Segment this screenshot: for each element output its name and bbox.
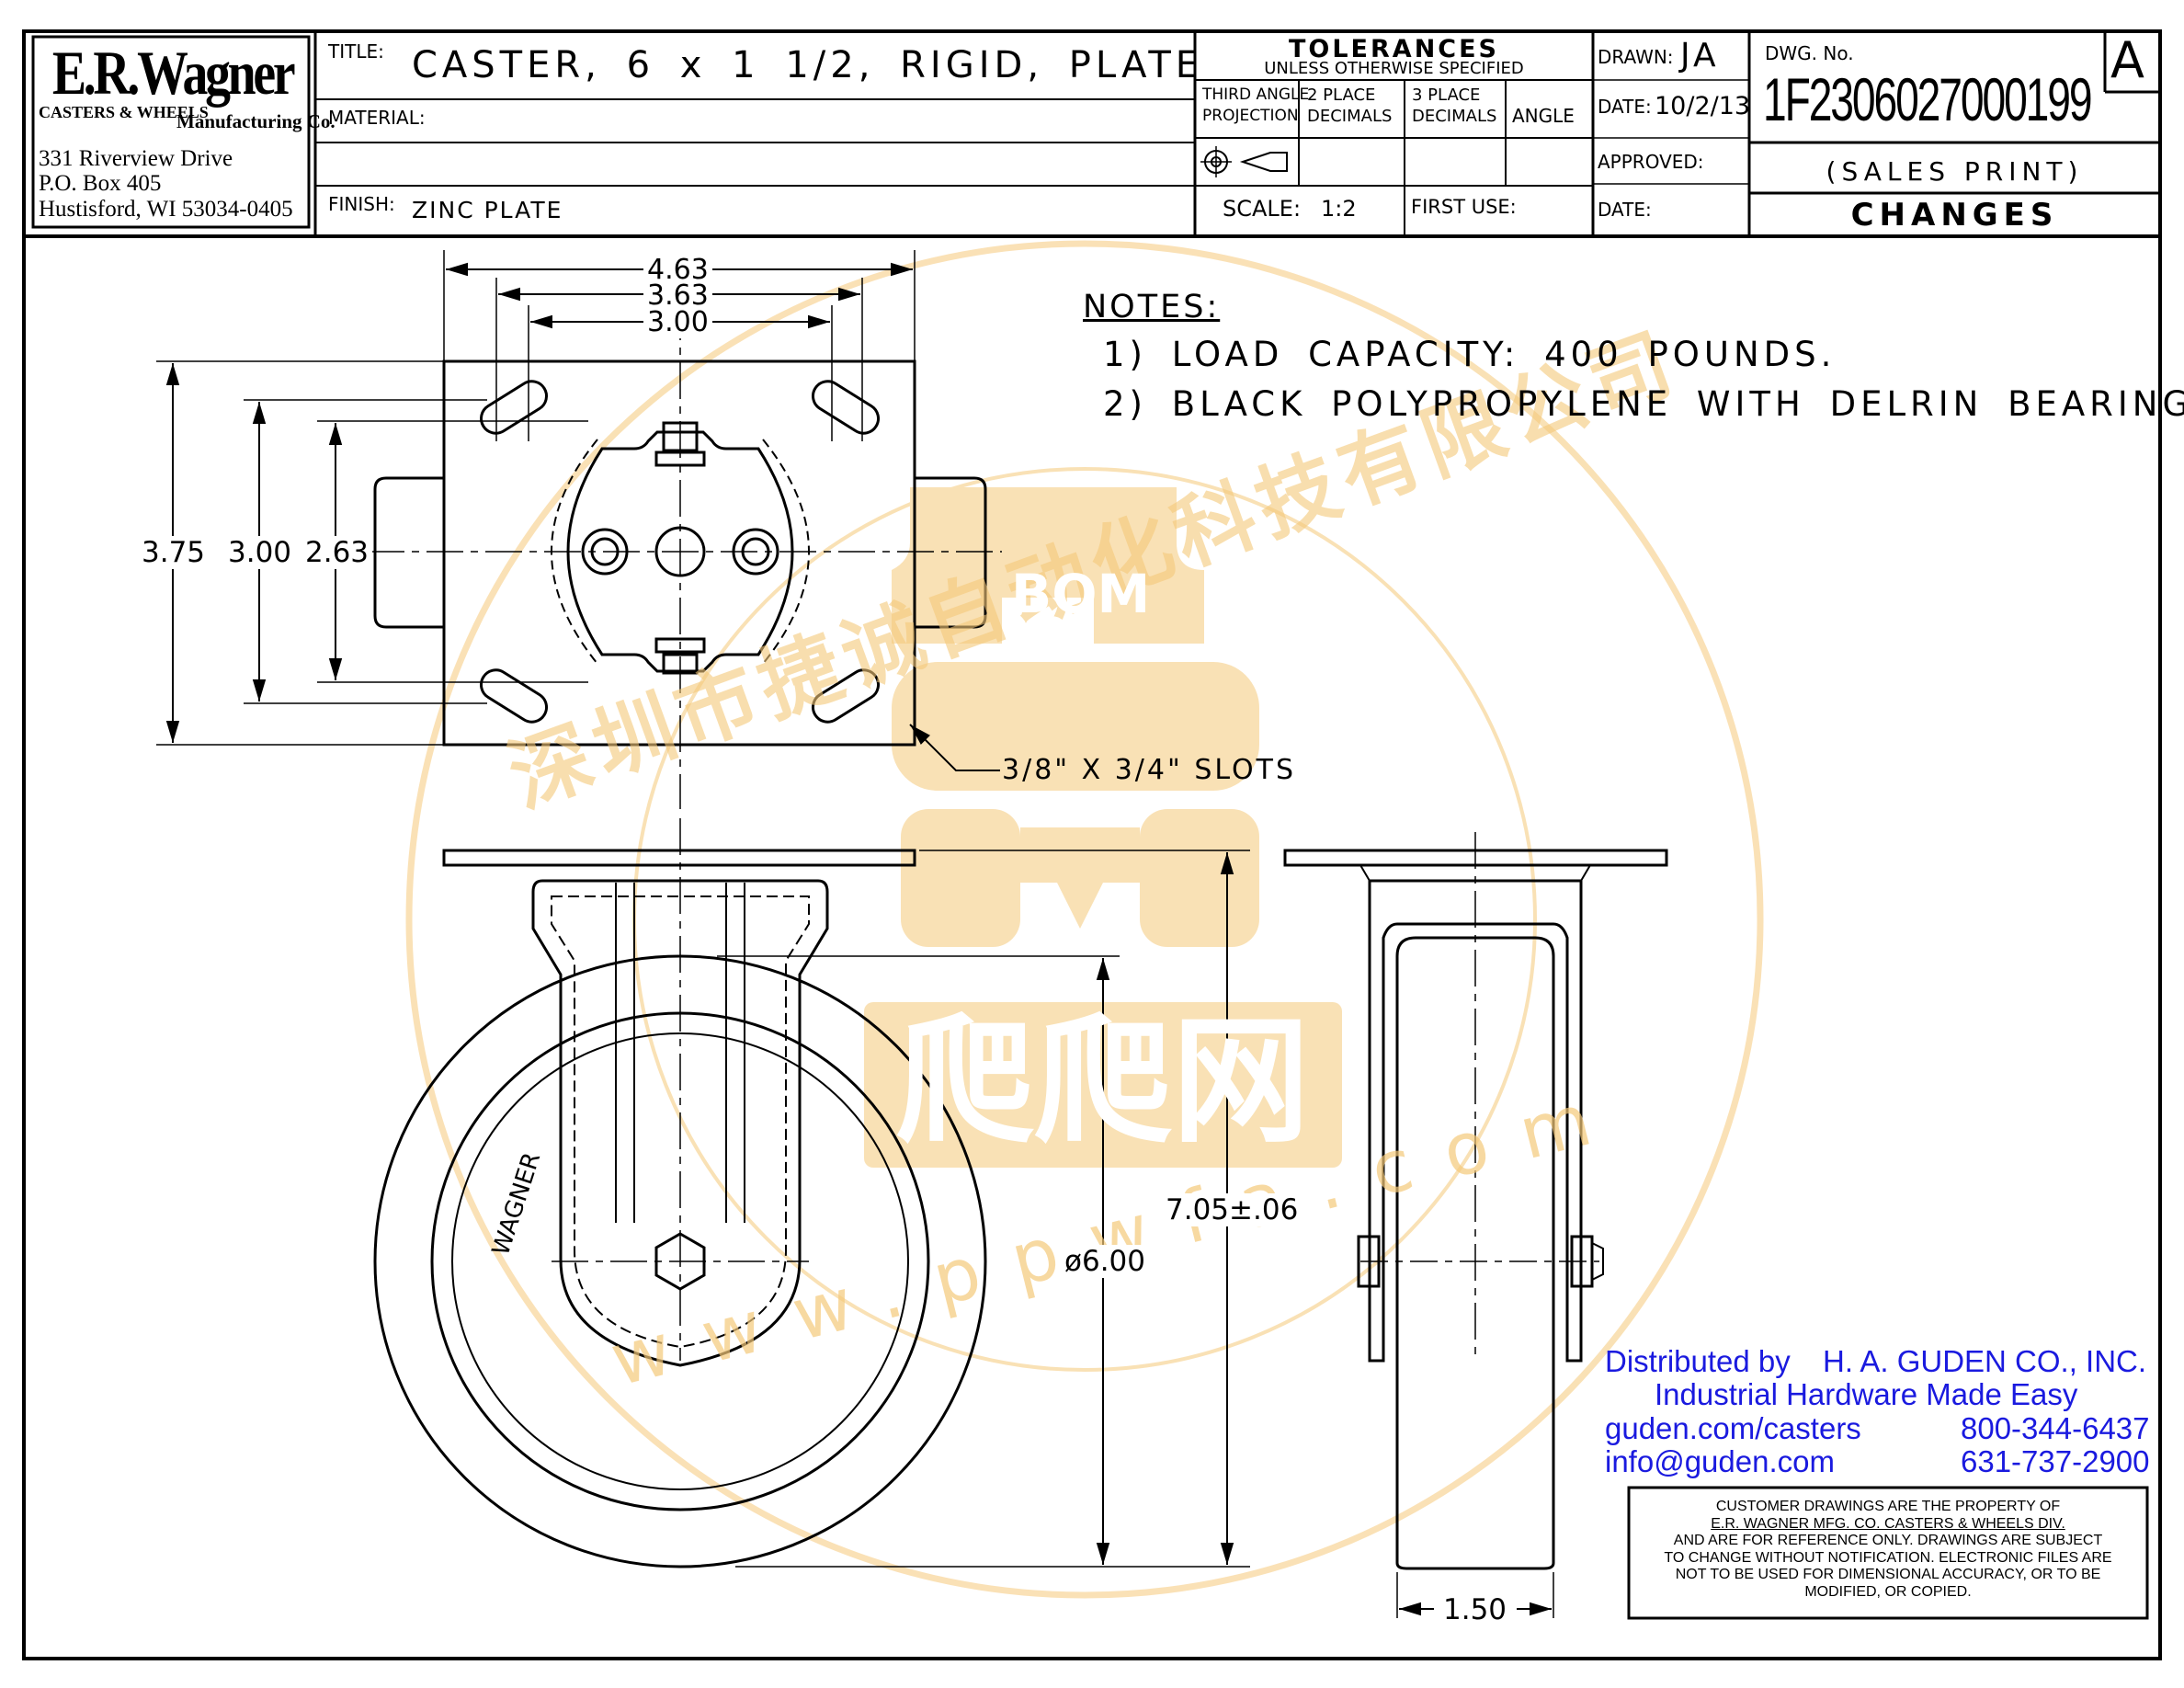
changes-heading: CHANGES — [1850, 197, 2059, 234]
dim-slots: 3/8" X 3/4" SLOTS — [1002, 754, 1296, 786]
disclaimer-line: CUSTOMER DRAWINGS ARE THE PROPERTY OF — [1715, 1499, 2061, 1514]
material-label: MATERIAL: — [328, 107, 426, 129]
dim-inner-width: 3.00 — [643, 306, 712, 338]
finish-value: ZINC PLATE — [412, 197, 563, 223]
disclaimer-line: MODIFIED, OR COPIED. — [1804, 1583, 1972, 1600]
disclaimer-line: NOT TO BE USED FOR DIMENSIONAL ACCURACY,… — [1675, 1567, 2101, 1582]
dim-overall-height: 7.05±.06 — [1162, 1193, 1302, 1226]
dwg-label: DWG. No. — [1765, 42, 1854, 64]
note-2: 2) BLACK POLYPROPYLENE WITH DELRIN BEARI… — [1103, 384, 2184, 424]
distributor-email-link[interactable]: info@guden.com — [1605, 1444, 1835, 1478]
tolerances-heading: TOLERANCES — [1288, 35, 1499, 63]
dim-bolt-length: 3.00 — [224, 536, 296, 569]
dim-inner-length: 2.63 — [301, 536, 373, 569]
distributor-tagline: Industrial Hardware Made Easy — [1655, 1377, 2078, 1411]
note-1: 1) LOAD CAPACITY: 400 POUNDS. — [1103, 335, 1837, 374]
approved-label: APPROVED: — [1598, 151, 1704, 173]
disclaimer-line: AND ARE FOR REFERENCE ONLY. DRAWINGS ARE… — [1673, 1533, 2103, 1548]
two-place-label-2: DECIMALS — [1307, 107, 1393, 126]
distributor-web-link[interactable]: guden.com/casters — [1605, 1411, 1861, 1445]
company-sub-left: CASTERS & WHEELS — [39, 103, 209, 121]
drawn-label: DRAWN: — [1598, 46, 1674, 68]
dwg-number: 1F2306027000199 — [1763, 65, 2093, 133]
projection-label-2: PROJECTION — [1202, 107, 1299, 125]
projection-label-1: THIRD ANGLE — [1202, 86, 1310, 104]
drawing-title: CASTER, 6 x 1 1/2, RIGID, PLATE — [412, 44, 1204, 86]
distributor-phone-1[interactable]: 800-344-6437 — [1961, 1411, 2150, 1445]
distributed-by: Distributed by — [1605, 1344, 1791, 1378]
first-use-label: FIRST USE: — [1411, 196, 1517, 218]
finish-label: FINISH: — [328, 193, 395, 215]
date-value: 10/2/13 — [1655, 92, 1751, 120]
angle-label: ANGLE — [1512, 105, 1575, 127]
distributor-name: H. A. GUDEN CO., INC. — [1823, 1344, 2147, 1378]
disclaimer-line: E.R. WAGNER MFG. CO. CASTERS & WHEELS DI… — [1711, 1515, 2065, 1532]
company-logo: E.R.Wagner — [51, 38, 296, 108]
dim-wheel-width: 1.50 — [1443, 1593, 1507, 1626]
distributor-phone-2[interactable]: 631-737-2900 — [1961, 1444, 2150, 1478]
disclaimer-line: TO CHANGE WITHOUT NOTIFICATION. ELECTRON… — [1664, 1549, 2112, 1566]
tolerances-sub: UNLESS OTHERWISE SPECIFIED — [1264, 59, 1524, 78]
three-place-label-1: 3 PLACE — [1412, 86, 1481, 105]
title-label: TITLE: — [328, 40, 384, 63]
company-address-2: P.O. Box 405 — [39, 171, 162, 196]
watermark-brand: BOM — [1011, 563, 1151, 625]
disclaimer-box — [1627, 1486, 2149, 1620]
top-view-dimensions — [156, 250, 1002, 809]
company-address-3: Hustisford, WI 53034-0405 — [39, 197, 293, 222]
notes-heading: NOTES: — [1083, 289, 1221, 325]
company-address-1: 331 Riverview Drive — [39, 146, 233, 171]
drawn-value: JA — [1680, 37, 1720, 74]
scale-label: SCALE: — [1223, 196, 1302, 222]
scale-value: 1:2 — [1321, 196, 1357, 222]
three-place-label-2: DECIMALS — [1412, 107, 1497, 126]
title-block-lines — [22, 29, 2162, 1660]
side-view-dimensions — [1396, 832, 1554, 1618]
disclaimer-text: CUSTOMER DRAWINGS ARE THE PROPERTY OF E.… — [1632, 1499, 2144, 1601]
company-sub-right: Manufacturing Co. — [176, 110, 336, 132]
watermark-brand-cn: 爬爬网 — [895, 1002, 1310, 1162]
date-label: DATE: — [1598, 96, 1652, 118]
sales-print: (SALES PRINT) — [1826, 156, 2084, 187]
date2-label: DATE: — [1598, 199, 1652, 221]
two-place-label-1: 2 PLACE — [1307, 86, 1376, 105]
revision-letter: A — [2110, 31, 2144, 89]
dim-plate-length: 3.75 — [138, 536, 210, 569]
dim-wheel-diameter: ø6.00 — [1061, 1245, 1149, 1278]
